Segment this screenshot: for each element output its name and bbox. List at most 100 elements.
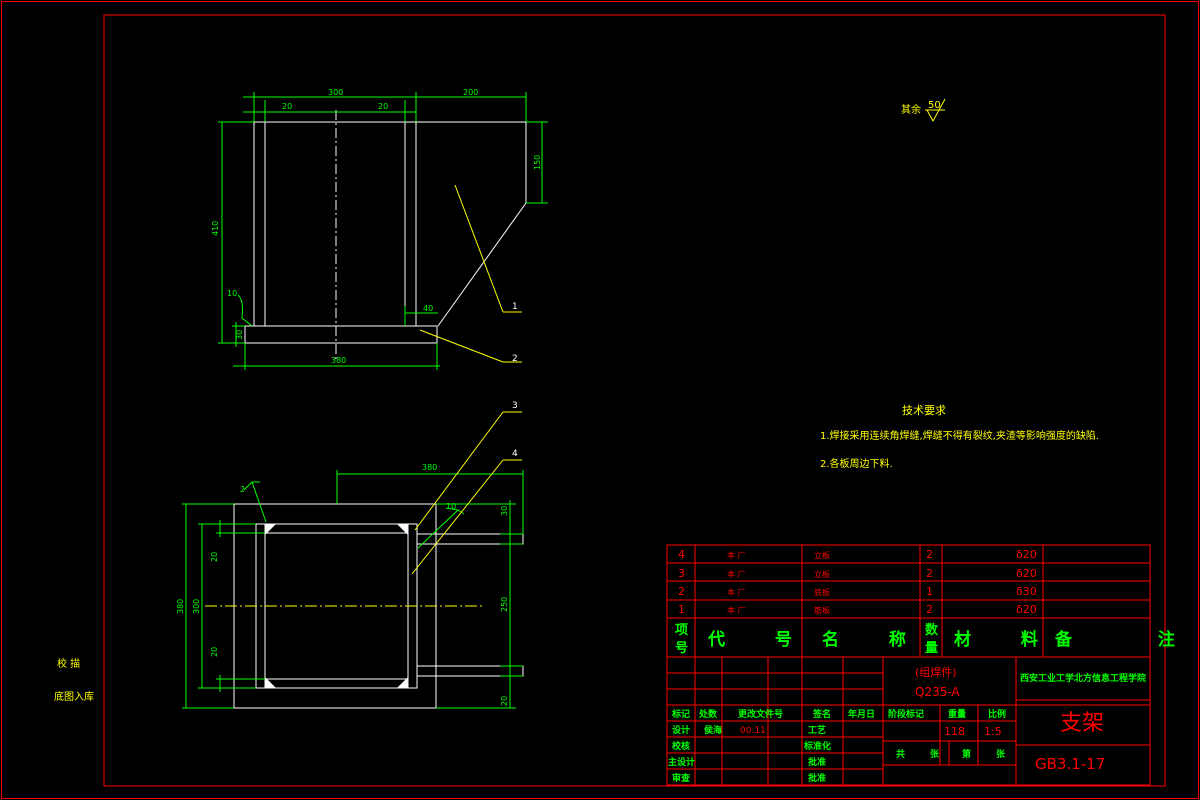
lbl-change-doc: 更改文件号 [738, 708, 783, 720]
dim-20-upper: 20 [210, 552, 219, 562]
lbl-approve2: 批准 [808, 772, 826, 784]
lbl-design: 设计 [672, 724, 690, 736]
bom-name: 底板 [814, 587, 830, 597]
bom-name: 立板 [814, 569, 830, 579]
lbl-sign: 签名 [812, 708, 831, 720]
left-plate [253, 121, 266, 327]
rib-stub-top [416, 533, 524, 545]
lbl-check: 校核 [672, 740, 690, 752]
leader-1: 1 [512, 302, 518, 312]
dim-20-right: 20 [378, 102, 388, 111]
roughness-icon [925, 98, 946, 123]
leader-2: 2 [512, 354, 518, 364]
dim-380-left: 380 [176, 599, 185, 614]
lbl-sheet-of: 张 [996, 748, 1006, 760]
dim-20-lower: 20 [210, 647, 219, 657]
dim-410: 410 [211, 221, 220, 236]
bom-qty: 2 [926, 548, 933, 561]
dim-20-left: 20 [282, 102, 292, 111]
bom-code: 本 厂 [727, 587, 746, 597]
lbl-zone: 处数 [698, 708, 718, 720]
base-plate [244, 325, 438, 344]
dim-30-right: 30 [500, 506, 509, 516]
top-view-leaders [419, 184, 522, 363]
dim-150: 150 [533, 155, 542, 170]
archive-note: 底图入库 [54, 690, 94, 703]
lbl-standard: 标准化 [803, 740, 831, 752]
lbl-designer: 侯海 [704, 724, 722, 736]
dim-10: 10 [227, 289, 237, 298]
bom-material: δ30 [1016, 585, 1037, 598]
hdr-code: 代 号 [707, 629, 814, 650]
bom-qty: 2 [926, 603, 933, 616]
hdr-remark: 备 注 [1054, 629, 1200, 650]
lbl-design-date: 00.11 [740, 726, 766, 736]
lbl-review: 审查 [672, 772, 691, 784]
bom-code: 本 厂 [727, 605, 746, 615]
leader-3: 3 [512, 401, 518, 411]
lbl-weight: 重量 [948, 708, 966, 720]
part-name: 支架 [1060, 711, 1104, 736]
rib-stub-bottom [416, 665, 524, 677]
bom-qty: 2 [926, 567, 933, 580]
lbl-approve: 批准 [808, 756, 826, 768]
drawing-frame [103, 14, 1166, 787]
bom-name: 立板 [814, 550, 830, 560]
dim-380-top: 380 [422, 463, 437, 472]
lbl-stage: 阶段标记 [888, 708, 924, 720]
lbl-sheet-no: 第 [962, 748, 971, 760]
lbl-date: 年月日 [848, 708, 875, 720]
hdr-qty-top: 数 [925, 622, 939, 638]
dim-200: 200 [463, 88, 478, 97]
bom-row-4: 4 本 厂 立板 2 δ20 [678, 548, 1037, 561]
title-block [666, 656, 1151, 786]
top-view [244, 121, 527, 344]
weldment-label: (组焊件) [915, 665, 957, 679]
dim-2: 2 [240, 485, 245, 494]
right-plate [404, 121, 417, 327]
bom-no: 3 [678, 567, 685, 580]
tech-req-item-2: 2.各板周边下料. [820, 457, 893, 470]
bom-row-3: 3 本 厂 立板 2 δ20 [678, 567, 1037, 580]
bom-name: 筋板 [814, 605, 830, 615]
leader-4: 4 [512, 449, 518, 459]
bom-row-1: 1 本 厂 筋板 2 δ20 [678, 603, 1037, 616]
lbl-mark: 标记 [671, 708, 690, 720]
dim-380: 380 [331, 356, 346, 365]
bom-code: 本 厂 [727, 569, 746, 579]
tech-req-title: 技术要求 [902, 404, 946, 417]
bom-no: 2 [678, 585, 685, 598]
bom-code: 本 厂 [727, 550, 746, 560]
dim-10-bottom: 10 [446, 502, 456, 511]
bom-no: 1 [678, 603, 685, 616]
weld-marks [265, 524, 408, 688]
dim-300-left: 300 [192, 599, 201, 614]
bottom-view-leaders [411, 411, 522, 575]
lbl-scale-val: 1:5 [984, 725, 1002, 738]
bom-qty: 1 [926, 585, 933, 598]
bom-material: δ20 [1016, 567, 1037, 580]
lbl-process: 工艺 [808, 724, 826, 736]
hdr-qty-bottom: 量 [925, 641, 938, 656]
dim-300: 300 [328, 88, 343, 97]
bom-header: 项 号 代 号 名 称 数 量 材 料 备 注 [675, 622, 1200, 656]
material-label: Q235-A [915, 685, 960, 699]
bom-no: 4 [678, 548, 685, 561]
dim-40: 40 [423, 304, 433, 313]
dim-20-right-bottom: 20 [500, 696, 509, 706]
lbl-sheets: 张 [930, 748, 940, 760]
surface-finish-label: 其余 [901, 103, 921, 116]
hdr-name: 名 称 [822, 629, 928, 650]
bottom-view [233, 503, 524, 709]
tech-req-item-1: 1.焊接采用连续角焊缝,焊缝不得有裂纹,夹渣等影响强度的缺陷. [820, 429, 1099, 442]
top-view-dimensions [218, 92, 548, 370]
rib-plate [416, 121, 527, 327]
lbl-total: 共 [896, 748, 905, 760]
lbl-weight-val: 118 [944, 725, 965, 738]
bottom-view-dimensions [182, 470, 524, 709]
hdr-material: 材 料 [954, 629, 1060, 650]
hdr-no-bottom: 号 [675, 641, 688, 656]
